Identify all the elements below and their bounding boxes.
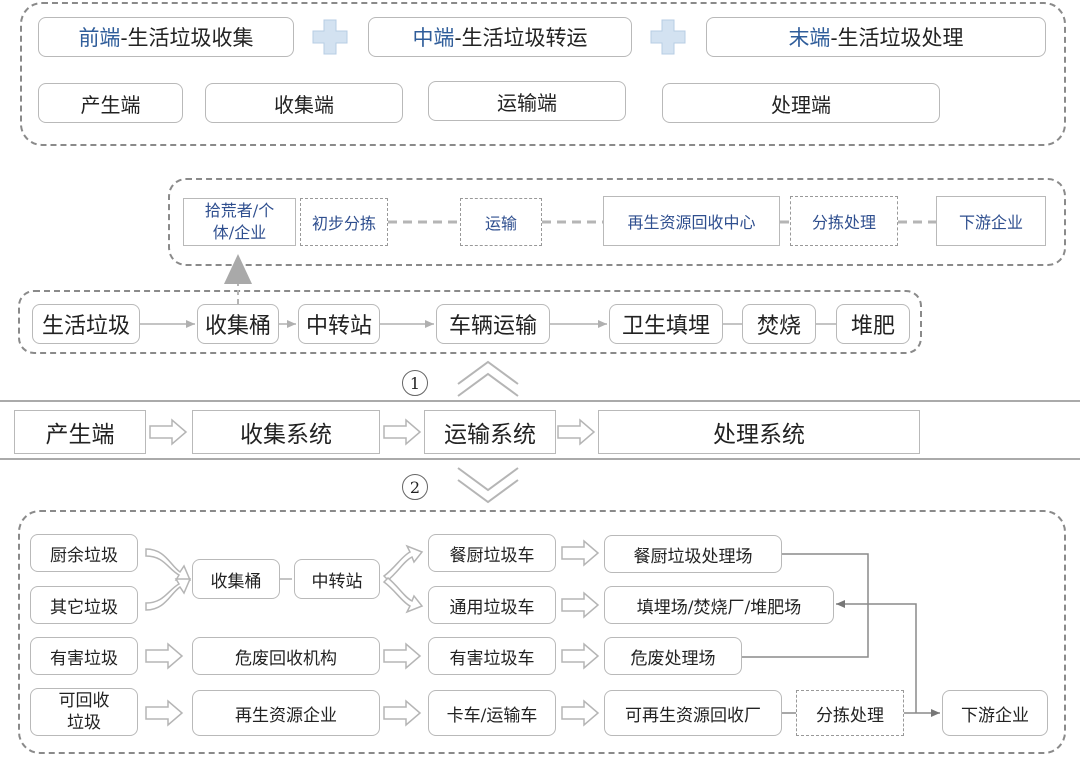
- header-mid-rest: -生活垃圾转运: [454, 26, 588, 50]
- recycle-scavenger-line1: 拾荒者/个: [204, 201, 275, 220]
- marker-1: 1: [402, 370, 428, 396]
- header-mid-accent: 中端: [412, 26, 455, 50]
- stage-transport: 运输端: [428, 81, 626, 121]
- header-mid-end: 中端-生活垃圾转运: [368, 17, 632, 57]
- hollow-arrow-icon: [557, 419, 595, 445]
- stage-produce: 产生端: [38, 83, 183, 123]
- up-arrow-icon: [224, 254, 252, 284]
- recycle-initial-sort: 初步分拣: [300, 198, 388, 246]
- plus-icon: [312, 19, 348, 55]
- header-front-accent: 前端: [78, 26, 121, 50]
- recycle-sorting: 分拣处理: [790, 196, 898, 246]
- hollow-arrow-icon: [383, 419, 421, 445]
- hollow-arrow-icon: [383, 643, 421, 669]
- flow-bin: 收集桶: [197, 304, 279, 344]
- recycle-scavenger: 拾荒者/个 体/企业: [183, 198, 296, 246]
- system-bar-top-line: [0, 400, 1080, 402]
- collect-transfer-station: 中转站: [294, 559, 380, 599]
- system-bar-bottom-line: [0, 458, 1080, 460]
- facility-landfill-incinerator-compost: 填埋场/焚烧厂/堆肥场: [604, 586, 834, 624]
- source-recyclable-line1: 可回收: [58, 691, 110, 711]
- recycle-scavenger-line2: 体/企业: [212, 223, 267, 242]
- merge-arrow-icon: [145, 578, 192, 611]
- source-recyclable-line2: 垃圾: [67, 713, 101, 733]
- header-front-end: 前端-生活垃圾收集: [38, 17, 294, 57]
- system-transport: 运输系统: [424, 410, 556, 454]
- header-back-end: 末端-生活垃圾处理: [706, 17, 1046, 57]
- facility-kitchen-plant: 餐厨垃圾处理场: [604, 535, 782, 573]
- flow-compost: 堆肥: [836, 304, 910, 344]
- chevron-down-icon: [457, 467, 519, 492]
- hollow-arrow-icon: [149, 419, 187, 445]
- collect-bin: 收集桶: [192, 559, 280, 599]
- recycle-panel: [168, 178, 1066, 266]
- header-front-rest: -生活垃圾收集: [120, 26, 254, 50]
- vehicle-general-truck: 通用垃圾车: [428, 586, 556, 624]
- source-kitchen-waste: 厨余垃圾: [30, 534, 138, 572]
- stage-process: 处理端: [662, 83, 940, 123]
- chevron-up-icon: [457, 372, 519, 397]
- hollow-arrow-icon: [561, 643, 599, 669]
- vehicle-hazard-truck: 有害垃圾车: [428, 637, 556, 675]
- general-flow-panel: [18, 290, 922, 354]
- bottom-downstream: 下游企业: [942, 690, 1048, 736]
- flow-incineration: 焚烧: [742, 304, 816, 344]
- recycle-downstream: 下游企业: [936, 196, 1046, 246]
- source-hazardous-waste: 有害垃圾: [30, 637, 138, 675]
- route-line: [742, 553, 869, 658]
- hollow-arrow-icon: [383, 700, 421, 726]
- hollow-arrow-icon: [561, 592, 599, 618]
- flow-transfer-station: 中转站: [298, 304, 380, 344]
- split-arrow-icon: [382, 544, 424, 582]
- hollow-arrow-icon: [145, 643, 183, 669]
- stage-collect: 收集端: [205, 83, 403, 123]
- merge-arrow-icon: [145, 548, 192, 581]
- flow-landfill: 卫生填埋: [609, 304, 723, 344]
- source-recyclable-waste: 可回收 垃圾: [30, 688, 138, 736]
- header-back-rest: -生活垃圾处理: [830, 26, 964, 50]
- hollow-arrow-icon: [561, 700, 599, 726]
- vehicle-kitchen-truck: 餐厨垃圾车: [428, 534, 556, 572]
- vehicle-cargo-truck: 卡车/运输车: [428, 690, 556, 736]
- system-produce: 产生端: [14, 410, 146, 454]
- plus-icon: [650, 19, 686, 55]
- facility-hazard-plant: 危废处理场: [604, 637, 742, 675]
- facility-recycle-plant: 可再生资源回收厂: [604, 690, 782, 736]
- collect-hazard-agency: 危废回收机构: [192, 637, 380, 675]
- hollow-arrow-icon: [145, 700, 183, 726]
- split-arrow-icon: [382, 576, 424, 614]
- flow-household-waste: 生活垃圾: [32, 304, 140, 344]
- hollow-arrow-icon: [561, 540, 599, 566]
- system-process: 处理系统: [598, 410, 920, 454]
- bottom-panel: [18, 510, 1066, 754]
- chevron-down-icon: [457, 479, 519, 504]
- source-other-waste: 其它垃圾: [30, 586, 138, 624]
- chevron-up-icon: [457, 360, 519, 385]
- marker-2: 2: [402, 474, 428, 500]
- bottom-sorting: 分拣处理: [796, 690, 904, 736]
- header-back-accent: 末端: [788, 26, 831, 50]
- route-arrow: [836, 600, 917, 713]
- recycle-transport: 运输: [460, 198, 542, 246]
- recycle-center: 再生资源回收中心: [603, 196, 780, 246]
- collect-recycle-enterprise: 再生资源企业: [192, 690, 380, 736]
- flow-vehicle-transport: 车辆运输: [436, 304, 550, 344]
- system-collect: 收集系统: [192, 410, 380, 454]
- top-panel: [20, 2, 1066, 146]
